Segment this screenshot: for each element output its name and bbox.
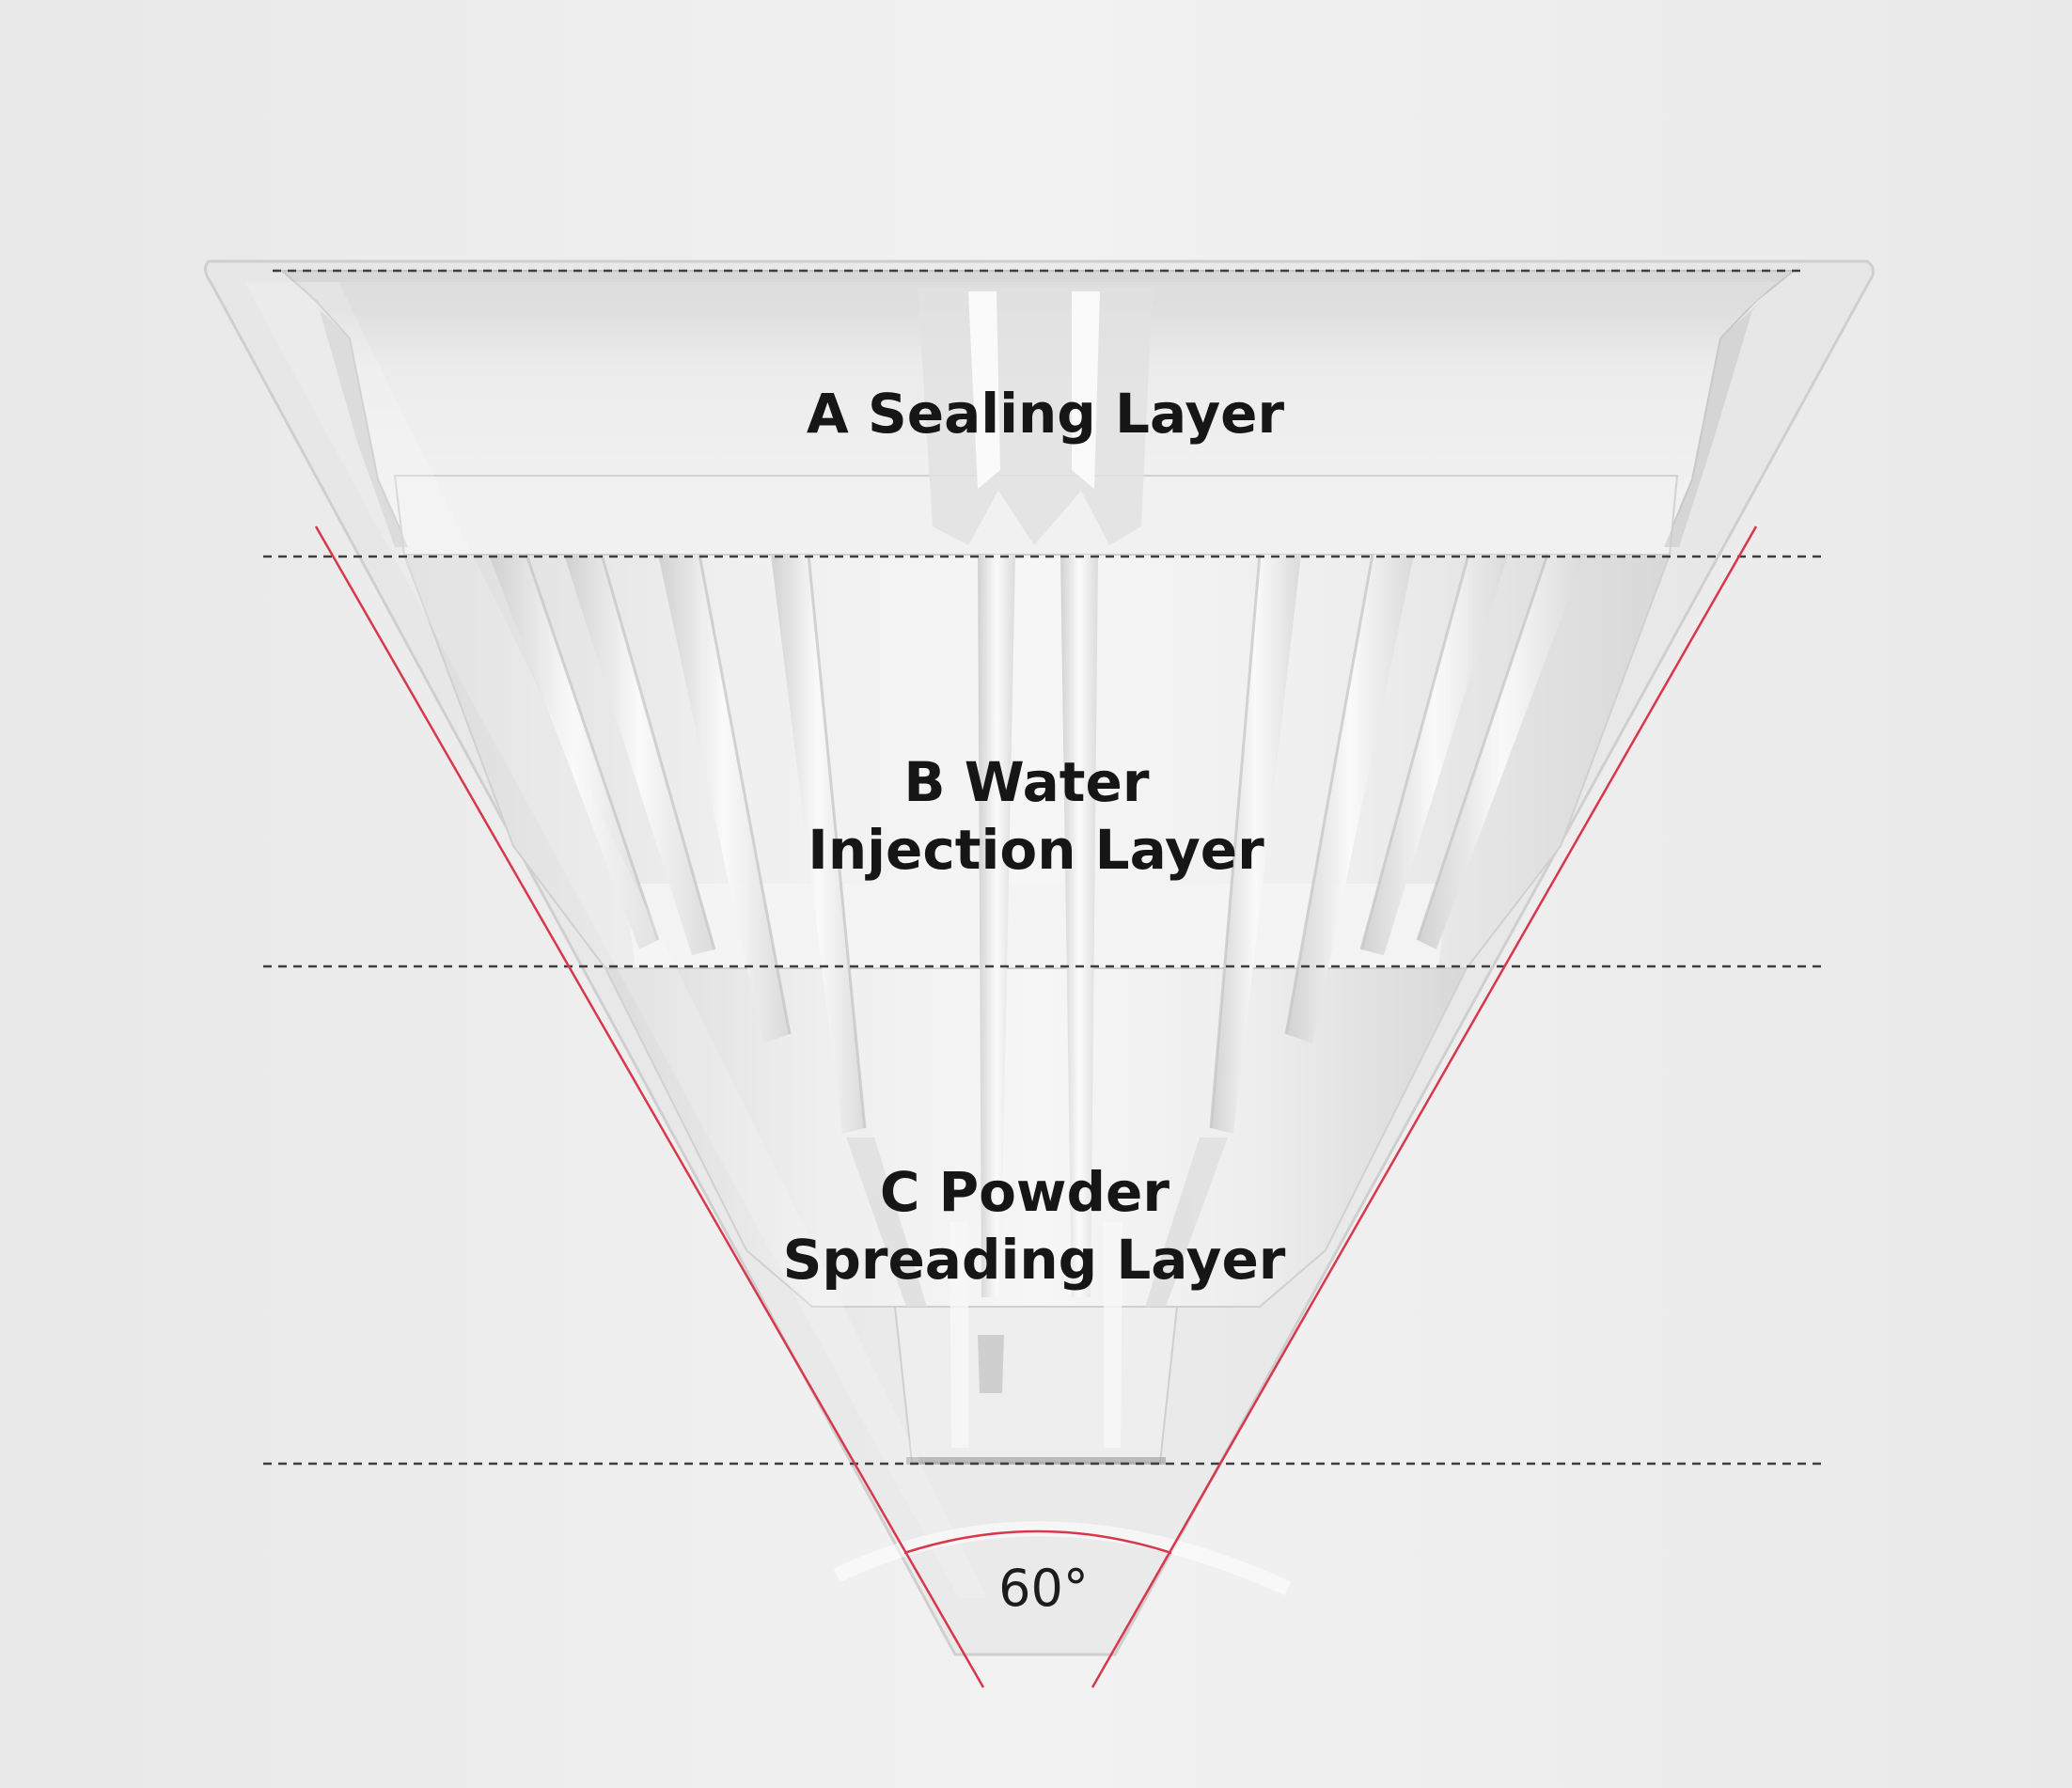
dripper-body bbox=[279, 270, 1797, 1465]
cone-glare bbox=[244, 282, 987, 1598]
layer-c-label: C Powder Spreading Layer bbox=[783, 1160, 1286, 1292]
angle-arc bbox=[903, 1529, 1172, 1555]
layer-a-label: A Sealing Layer bbox=[807, 382, 1285, 446]
angle-label: 60° bbox=[998, 1559, 1089, 1618]
cone-edge-lines bbox=[314, 525, 1758, 1688]
angle-arc-glow bbox=[833, 1521, 1292, 1596]
right-edge-line bbox=[1091, 525, 1758, 1688]
left-edge-line bbox=[314, 525, 985, 1688]
layer-b-label: B Water Injection Layer bbox=[808, 750, 1264, 882]
layer-dividers bbox=[263, 269, 1828, 1466]
